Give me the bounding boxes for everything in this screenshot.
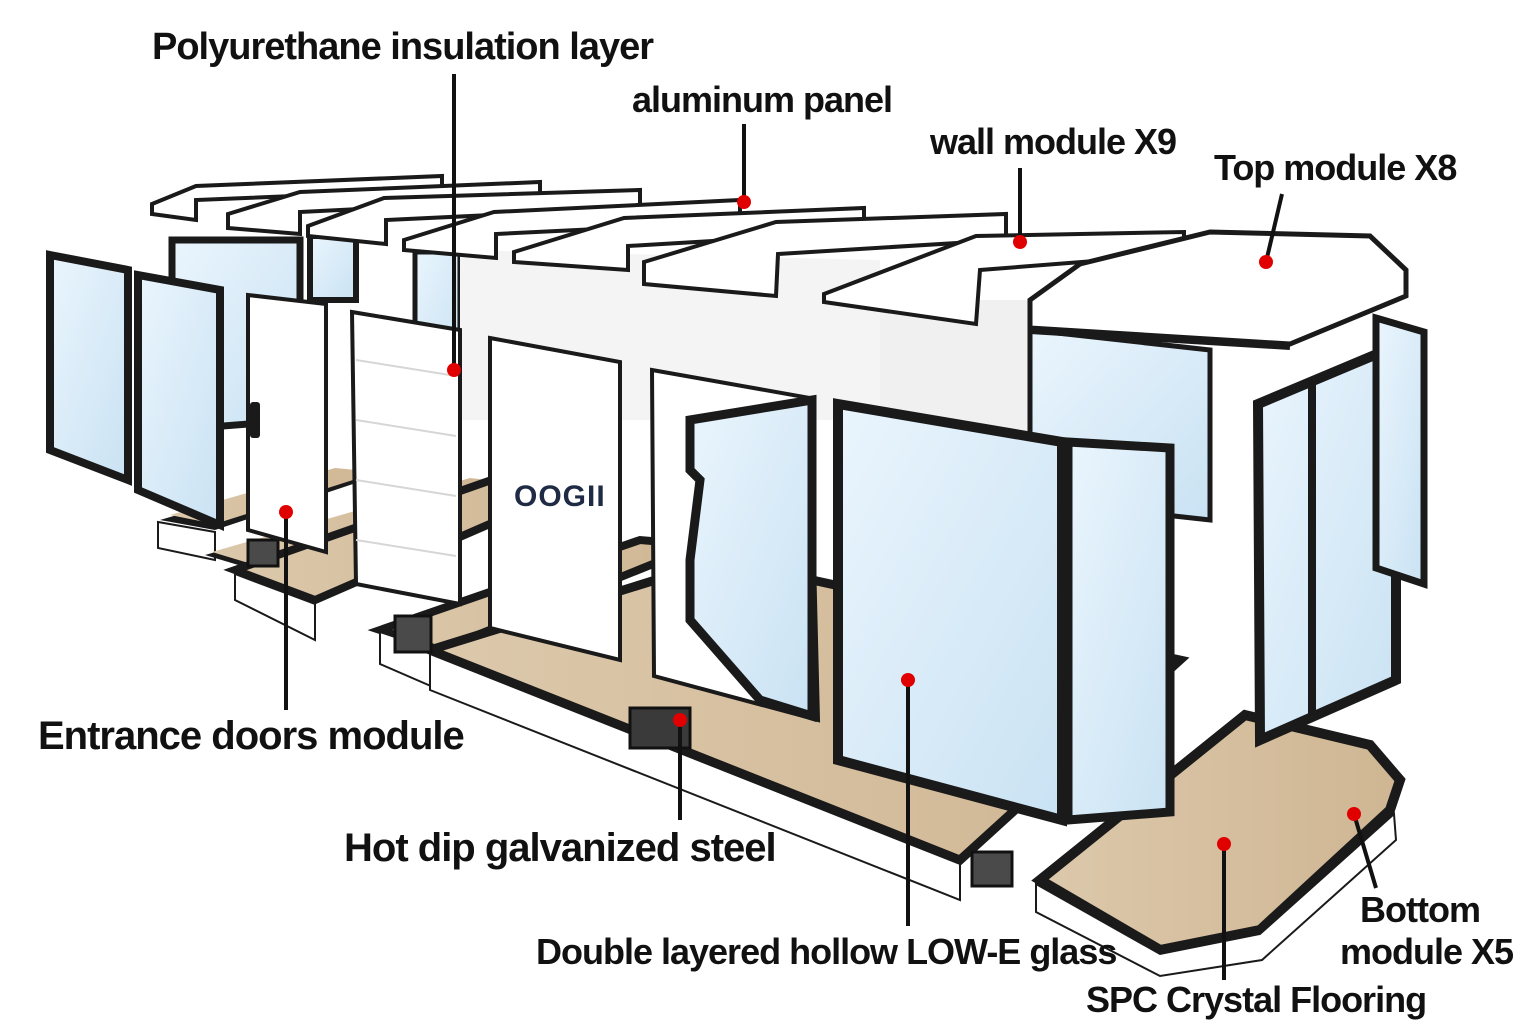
back-glass-wall-2	[307, 233, 359, 303]
side-glass-panel	[1063, 437, 1175, 825]
entrance-door	[246, 292, 328, 555]
glass-door-left	[134, 270, 224, 532]
marker-wall	[1013, 235, 1027, 249]
marker-bottom	[1347, 807, 1361, 821]
label-wall-module: wall module X9	[930, 121, 1177, 162]
label-entrance-doors: Entrance doors module	[38, 714, 465, 758]
marker-entrance	[279, 505, 293, 519]
marker-flooring	[1217, 837, 1231, 851]
marker-top	[1259, 255, 1273, 269]
top-module-group	[150, 173, 1409, 350]
end-glass-door	[1252, 338, 1401, 748]
marker-glass	[901, 673, 915, 687]
label-polyurethane: Polyurethane insulation layer	[152, 26, 654, 68]
label-bottom-module-line2: module X5	[1340, 931, 1514, 972]
label-top-module: Top module X8	[1214, 147, 1457, 188]
callout-markers	[279, 195, 1361, 851]
wall-module-group	[46, 233, 1428, 827]
brand-wall-panel	[488, 335, 622, 663]
label-aluminum-panel: aluminum panel	[632, 79, 893, 120]
end-glass-side	[1372, 313, 1428, 589]
marker-polyurethane	[447, 363, 461, 377]
marker-steel	[673, 713, 687, 727]
marker-aluminum	[737, 195, 751, 209]
label-spc-flooring: SPC Crystal Flooring	[1086, 979, 1427, 1020]
callout-line-bottom	[1352, 813, 1378, 889]
brand-logo: OOGII	[514, 480, 606, 513]
label-low-e-glass: Double layered hollow LOW-E glass	[536, 931, 1117, 972]
front-glass-panel	[833, 398, 1067, 827]
end-glass-panel	[46, 250, 132, 486]
roof-segment-6	[642, 211, 1008, 299]
label-galvanized-steel: Hot dip galvanized steel	[344, 826, 777, 870]
callout-lines	[284, 74, 1378, 980]
callout-line-top	[1264, 193, 1284, 263]
door-handle	[250, 402, 260, 438]
insulation-panel	[349, 309, 462, 607]
label-bottom-module-line1: Bottom	[1360, 889, 1481, 930]
